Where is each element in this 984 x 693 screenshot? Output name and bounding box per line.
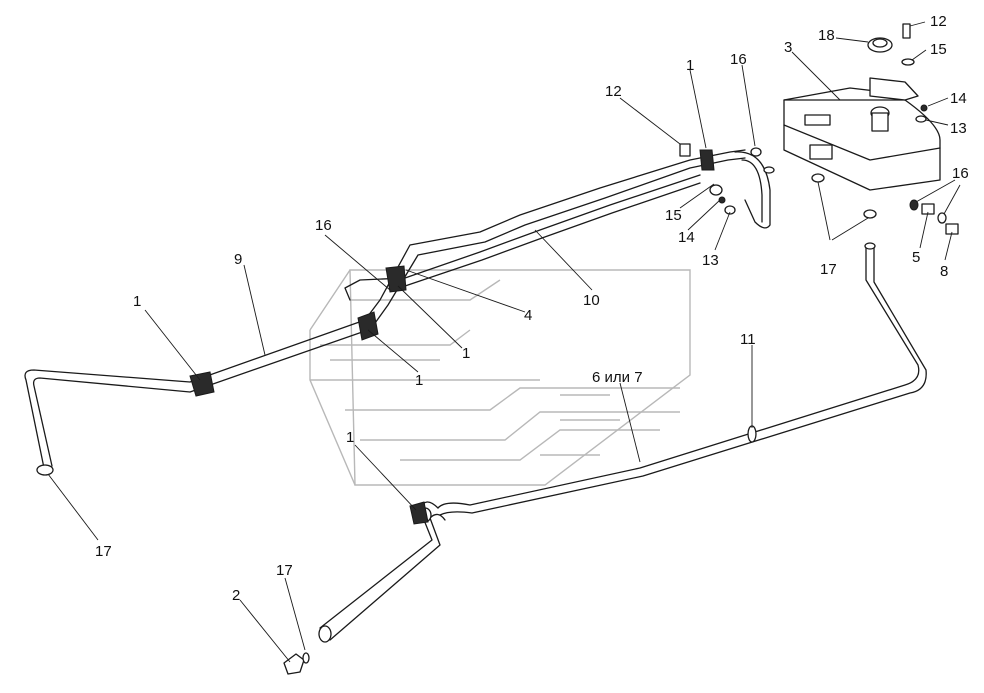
nut-13-right [915, 115, 927, 123]
hose-16-bend [734, 151, 775, 229]
washer-14-left [718, 196, 726, 204]
callout-3: 3 [784, 39, 792, 56]
callout-1: 1 [462, 345, 470, 362]
clamp-1-upper [699, 149, 715, 171]
callout-15: 15 [930, 41, 947, 58]
nut-13-left [724, 205, 736, 215]
callout-4: 4 [524, 307, 532, 324]
bolt-12-left [679, 143, 691, 157]
callout-6-or-7: 6 или 7 [592, 369, 643, 386]
callout-1: 1 [346, 429, 354, 446]
clamp-1-lower [409, 501, 429, 525]
fitting-2 [283, 652, 310, 675]
washer-15-left [709, 184, 723, 196]
callout-1: 1 [415, 372, 423, 389]
clamp-1-mid [357, 265, 407, 341]
callout-2: 2 [232, 587, 240, 604]
callout-5: 5 [912, 249, 920, 266]
callout-18: 18 [818, 27, 835, 44]
callout-1: 1 [686, 57, 694, 74]
clamp-17-tank [811, 173, 877, 219]
callout-1: 1 [133, 293, 141, 310]
callout-16: 16 [952, 165, 969, 182]
expansion-tank-3 [783, 77, 941, 191]
callout-13: 13 [950, 120, 967, 137]
callout-13: 13 [702, 252, 719, 269]
fitting-5-8 [909, 199, 959, 235]
callout-12: 12 [605, 83, 622, 100]
ghost-radiator-outline [309, 269, 691, 486]
callout-17: 17 [820, 261, 837, 278]
callout-16: 16 [730, 51, 747, 68]
hose-6-or-7 [318, 501, 446, 643]
callout-11: 11 [740, 331, 756, 348]
clamp-16-upper [750, 147, 762, 157]
callout-16: 16 [315, 217, 332, 234]
leader-lines [47, 21, 961, 663]
callout-15: 15 [665, 207, 682, 224]
callout-8: 8 [940, 263, 948, 280]
callout-12: 12 [930, 13, 947, 30]
washer-14-right [920, 104, 928, 112]
washer-15-right [901, 58, 915, 66]
callout-9: 9 [234, 251, 242, 268]
hose-11 [437, 242, 927, 516]
callout-14: 14 [678, 229, 695, 246]
hose-9 [24, 319, 369, 476]
callout-10: 10 [583, 292, 600, 309]
cap-18 [867, 37, 893, 53]
callout-labels: 1 1 1 1 1 2 3 4 5 6 или 7 8 9 10 11 12 1… [95, 13, 969, 604]
callout-14: 14 [950, 90, 967, 107]
callout-17: 17 [95, 543, 112, 560]
clamp-1-left [189, 371, 215, 397]
callout-17: 17 [276, 562, 293, 579]
bolt-12-right [902, 23, 911, 39]
